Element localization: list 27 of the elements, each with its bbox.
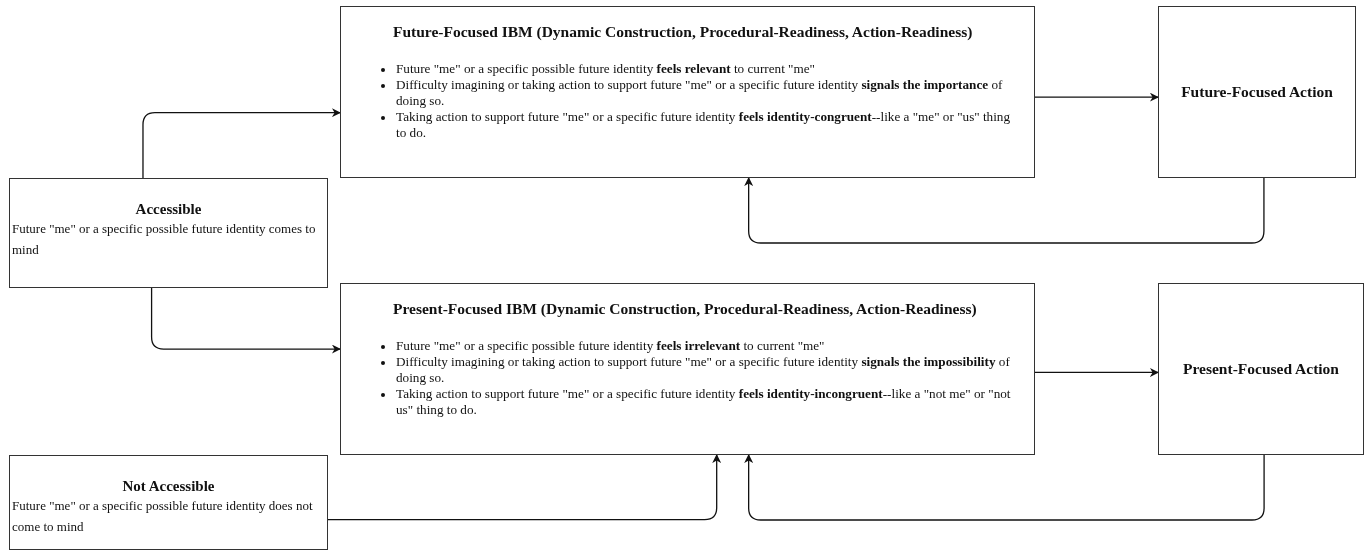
box-heading: Accessible (134, 201, 203, 218)
bullet-item: Future "me" or a specific possible future identity feels irrelevant to current "me" (379, 338, 1022, 354)
box-heading: Present-Focused IBM (Dynamic Construction, Procedural-Readiness, Action-Readiness) (393, 300, 977, 318)
arrow (744, 177, 1265, 244)
box-description: Future "me" or a specific possible future identity does not come to mind (11, 497, 314, 536)
bullet-item: Taking action to support future "me" or a specific future identity feels identity-incongruent--like a "not me" or "not us" thing to do. (379, 386, 1022, 418)
arrow (142, 108, 341, 179)
arrow (327, 454, 722, 521)
arrow (150, 287, 341, 354)
outcome-box (1158, 6, 1356, 178)
bullet-item: Difficulty imagining or taking action to support future "me" or a specific future identity signals the importance of doing so. (379, 77, 1022, 109)
arrow (1034, 367, 1159, 377)
box-heading: Present-Focused Action (1183, 360, 1339, 378)
bullet-item: Difficulty imagining or taking action to support future "me" or a specific future identity signals the impossibility of doing so. (379, 354, 1022, 386)
box-heading: Not Accessible (121, 478, 216, 495)
outcome-box (1158, 283, 1364, 455)
arrow (744, 454, 1265, 521)
arrow (1034, 92, 1159, 102)
process-box (340, 6, 1035, 178)
condition-box (9, 455, 328, 550)
box-heading: Future-Focused IBM (Dynamic Construction, Procedural-Readiness, Action-Readiness) (393, 23, 973, 41)
bullet-item: Taking action to support future "me" or a specific future identity feels identity-congruent--like a "me" or "us" thing to do. (379, 109, 1022, 141)
box-heading: Future-Focused Action (1181, 83, 1333, 101)
condition-box (9, 178, 328, 288)
process-box (340, 283, 1035, 455)
bullet-item: Future "me" or a specific possible future identity feels relevant to current "me" (379, 61, 1022, 77)
box-description: Future "me" or a specific possible future identity comes to mind (11, 220, 317, 259)
